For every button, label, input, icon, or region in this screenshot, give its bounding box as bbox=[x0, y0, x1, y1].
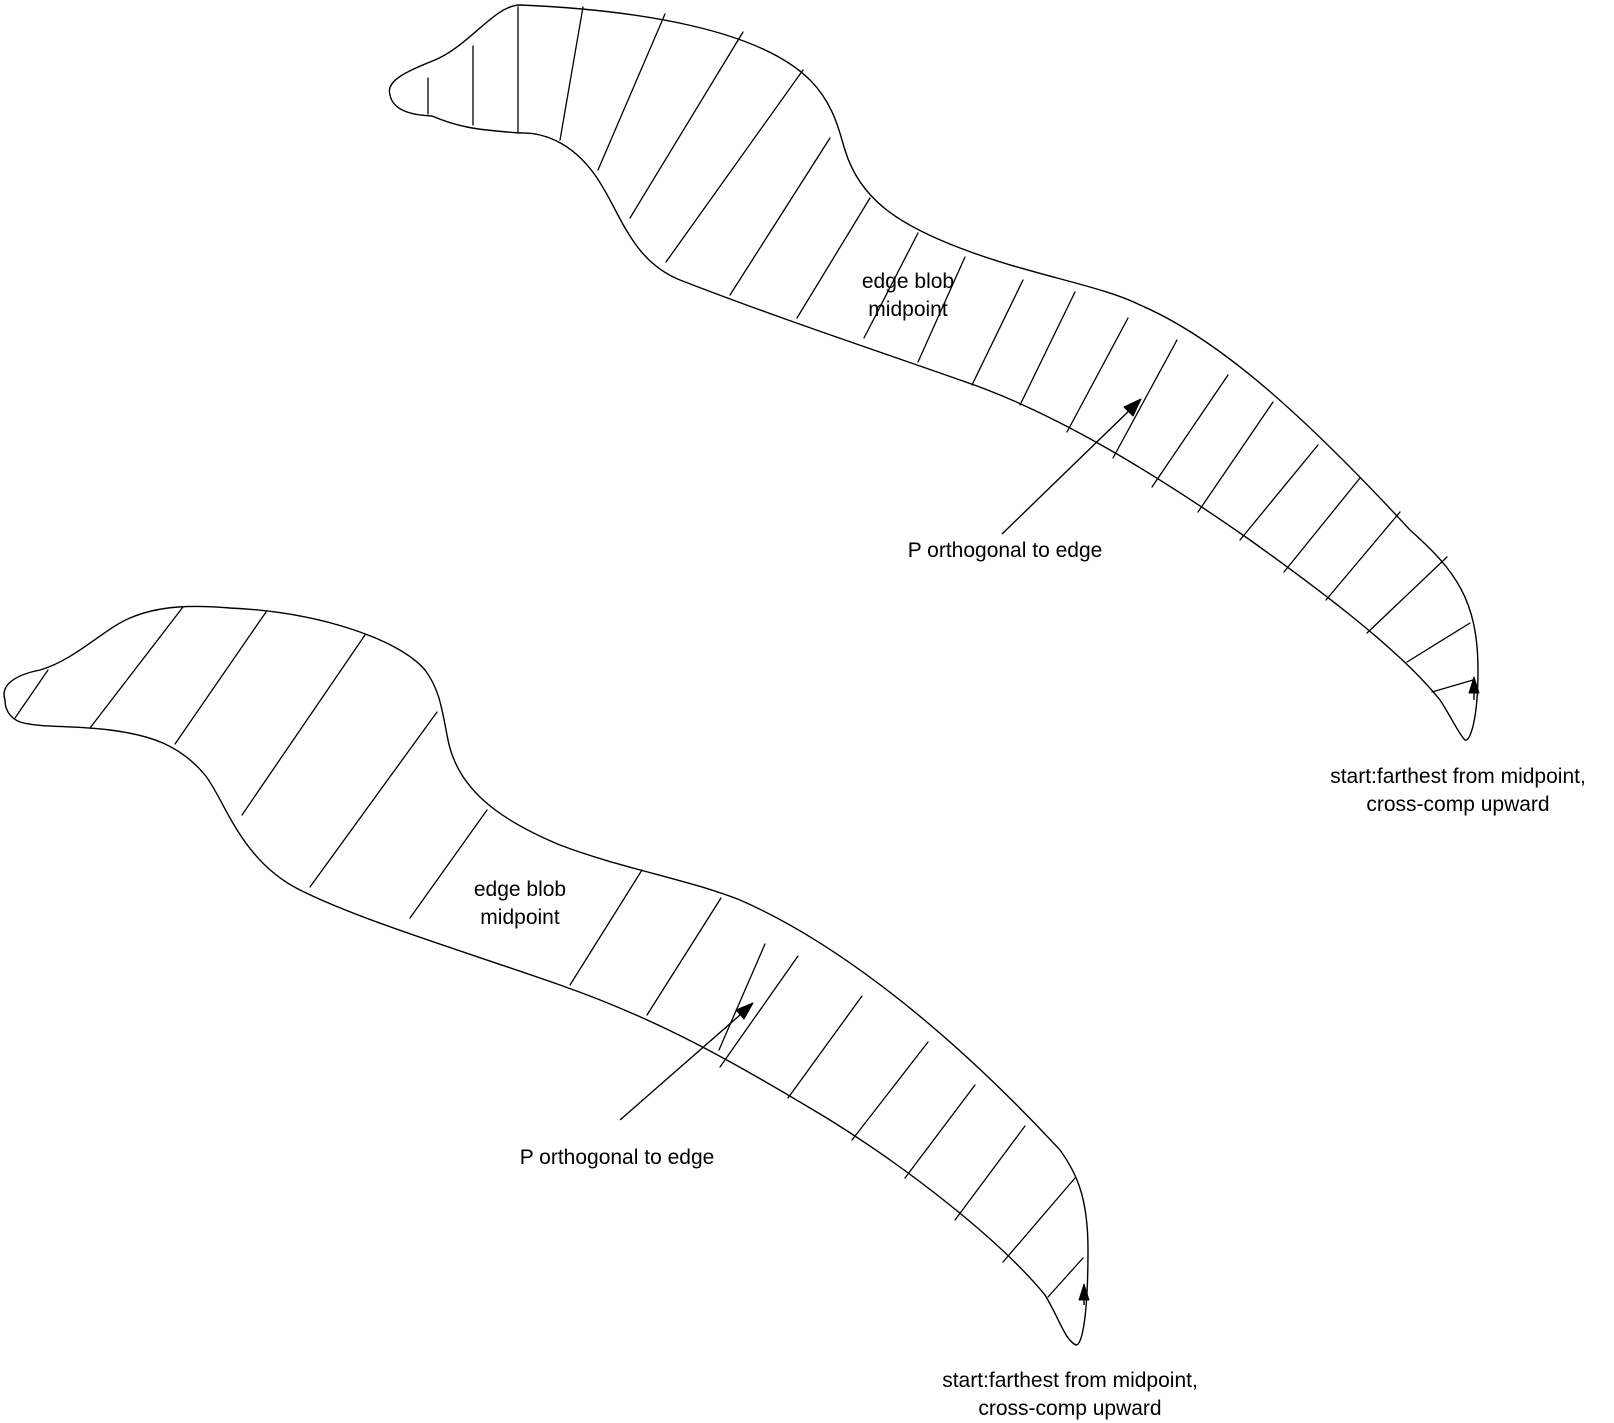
arrow-orthogonal-top bbox=[1001, 403, 1137, 535]
start-label-top: start:farthest from midpoint, cross-comp… bbox=[1308, 763, 1608, 819]
start-label-top-line1: start:farthest from midpoint, bbox=[1330, 765, 1586, 788]
midpoint-label-top-line2: midpoint bbox=[868, 298, 948, 321]
midpoint-label-top: edge blob midpoint bbox=[828, 268, 988, 324]
midpoint-label-bottom-line2: midpoint bbox=[480, 906, 560, 929]
midpoint-label-bottom-line1: edge blob bbox=[473, 878, 567, 901]
start-label-bottom: start:farthest from midpoint, cross-comp… bbox=[920, 1367, 1220, 1423]
blob-outline-top bbox=[388, 4, 1479, 741]
edge-blob-top bbox=[388, 4, 1480, 741]
hatch-lines-bottom bbox=[14, 606, 1084, 1298]
start-label-bottom-line2: cross-comp upward bbox=[978, 1397, 1162, 1420]
arrowhead-start-top bbox=[1468, 676, 1480, 694]
orthogonal-label-bottom: P orthogonal to edge bbox=[492, 1144, 742, 1172]
start-label-bottom-line1: start:farthest from midpoint, bbox=[942, 1369, 1198, 1392]
blob-outline-bottom bbox=[3, 605, 1089, 1346]
orthogonal-label-bottom-text: P orthogonal to edge bbox=[519, 1146, 715, 1169]
midpoint-label-bottom: edge blob midpoint bbox=[440, 876, 600, 932]
hatch-lines-top bbox=[427, 6, 1474, 693]
orthogonal-label-top: P orthogonal to edge bbox=[880, 537, 1130, 565]
midpoint-label-top-line1: edge blob bbox=[861, 270, 955, 293]
orthogonal-label-top-text: P orthogonal to edge bbox=[907, 539, 1103, 562]
arrowhead-orthogonal-top bbox=[1123, 398, 1142, 417]
arrow-orthogonal-bottom bbox=[619, 1007, 749, 1121]
arrowhead-orthogonal-bottom bbox=[735, 1002, 754, 1020]
arrowhead-start-bottom bbox=[1078, 1283, 1090, 1301]
edge-blob-bottom bbox=[3, 605, 1090, 1346]
start-label-top-line2: cross-comp upward bbox=[1366, 793, 1550, 816]
